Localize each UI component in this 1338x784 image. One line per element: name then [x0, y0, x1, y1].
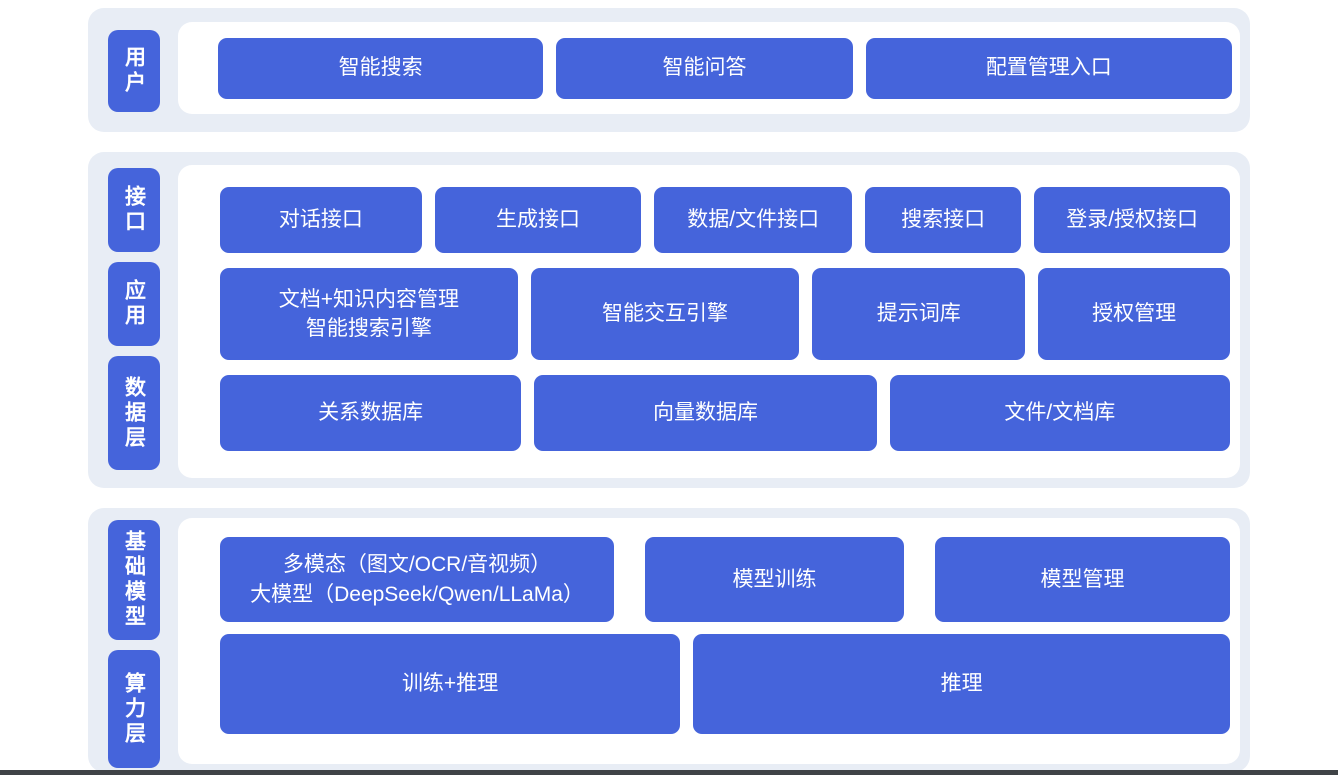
data-layer-label-text: 数据层 [122, 375, 146, 451]
box-smart-qa: 智能问答 [556, 37, 853, 99]
box-data-file-api: 数据/文件接口 [654, 187, 853, 253]
box-multimodal-llm: 多模态（图文/OCR/音视频） 大模型（DeepSeek/Qwen/LLaMa） [220, 537, 614, 623]
bottom-layers-panel: 多模态（图文/OCR/音视频） 大模型（DeepSeek/Qwen/LLaMa）… [178, 518, 1240, 764]
box-prompt-library: 提示词库 [812, 268, 1026, 360]
section-user-layer: 用户 智能搜索 智能问答 配置管理入口 [88, 8, 1250, 132]
user-layer-row: 智能搜索 智能问答 配置管理入口 [218, 37, 1232, 99]
application-row: 文档+知识内容管理 智能搜索引擎 智能交互引擎 提示词库 授权管理 [220, 268, 1230, 360]
window-bottom-edge [0, 770, 1338, 775]
section-bottom-layers: 基础模型 算力层 多模态（图文/OCR/音视频） 大模型（DeepSeek/Qw… [88, 508, 1250, 772]
foundation-model-layer-label: 基础模型 [108, 520, 160, 640]
box-model-management: 模型管理 [935, 537, 1230, 623]
box-training-inference: 训练+推理 [220, 634, 681, 734]
box-vector-db: 向量数据库 [534, 375, 877, 451]
box-doc-knowledge-search-engine: 文档+知识内容管理 智能搜索引擎 [220, 268, 518, 360]
data-row: 关系数据库 向量数据库 文件/文档库 [220, 375, 1230, 451]
box-search-api: 搜索接口 [865, 187, 1022, 253]
box-auth-management: 授权管理 [1038, 268, 1230, 360]
section-middle-layers: 接口 应用 数据层 对话接口 生成接口 数据/文件接口 搜索接口 登录/授权接口… [88, 152, 1250, 488]
box-file-doc-store: 文件/文档库 [889, 375, 1230, 451]
box-config-management-entry: 配置管理入口 [865, 37, 1232, 99]
interface-layer-label-text: 接口 [122, 185, 146, 235]
compute-row: 训练+推理 推理 [220, 634, 1230, 734]
foundation-model-row: 多模态（图文/OCR/音视频） 大模型（DeepSeek/Qwen/LLaMa）… [220, 537, 1230, 623]
box-interactive-engine: 智能交互引擎 [530, 268, 800, 360]
user-layer-label-text: 用户 [122, 46, 146, 96]
user-layer-label: 用户 [108, 30, 160, 112]
box-smart-search: 智能搜索 [218, 37, 544, 99]
compute-layer-label-text: 算力层 [122, 671, 146, 747]
box-relational-db: 关系数据库 [220, 375, 522, 451]
interface-layer-label: 接口 [108, 168, 160, 252]
box-dialog-api: 对话接口 [220, 187, 422, 253]
box-model-training: 模型训练 [645, 537, 904, 623]
box-generation-api: 生成接口 [434, 187, 642, 253]
data-layer-label: 数据层 [108, 356, 160, 470]
user-layer-panel: 智能搜索 智能问答 配置管理入口 [178, 22, 1240, 114]
foundation-model-layer-label-text: 基础模型 [122, 530, 146, 630]
box-inference: 推理 [693, 634, 1230, 734]
middle-layers-panel: 对话接口 生成接口 数据/文件接口 搜索接口 登录/授权接口 文档+知识内容管理… [178, 165, 1240, 478]
application-layer-label: 应用 [108, 262, 160, 346]
compute-layer-label: 算力层 [108, 650, 160, 768]
box-login-auth-api: 登录/授权接口 [1034, 187, 1230, 253]
application-layer-label-text: 应用 [122, 279, 146, 329]
interface-row: 对话接口 生成接口 数据/文件接口 搜索接口 登录/授权接口 [220, 187, 1230, 253]
